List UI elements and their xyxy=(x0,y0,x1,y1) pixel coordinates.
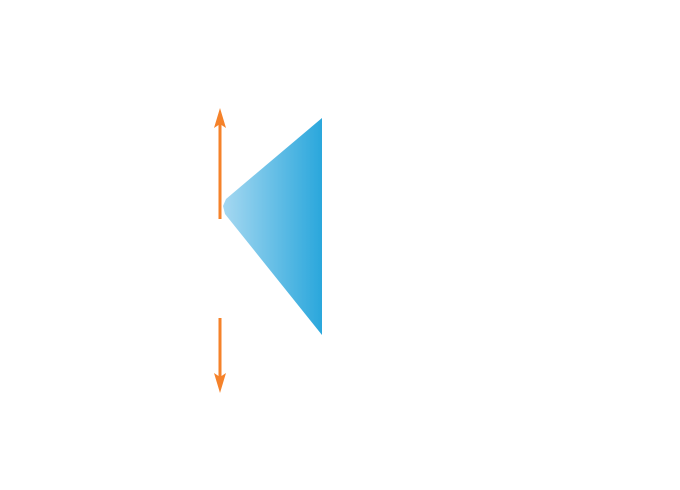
arrow-up-icon xyxy=(214,108,226,219)
arrow-down-icon xyxy=(214,318,226,393)
blue-wedge xyxy=(223,118,322,335)
